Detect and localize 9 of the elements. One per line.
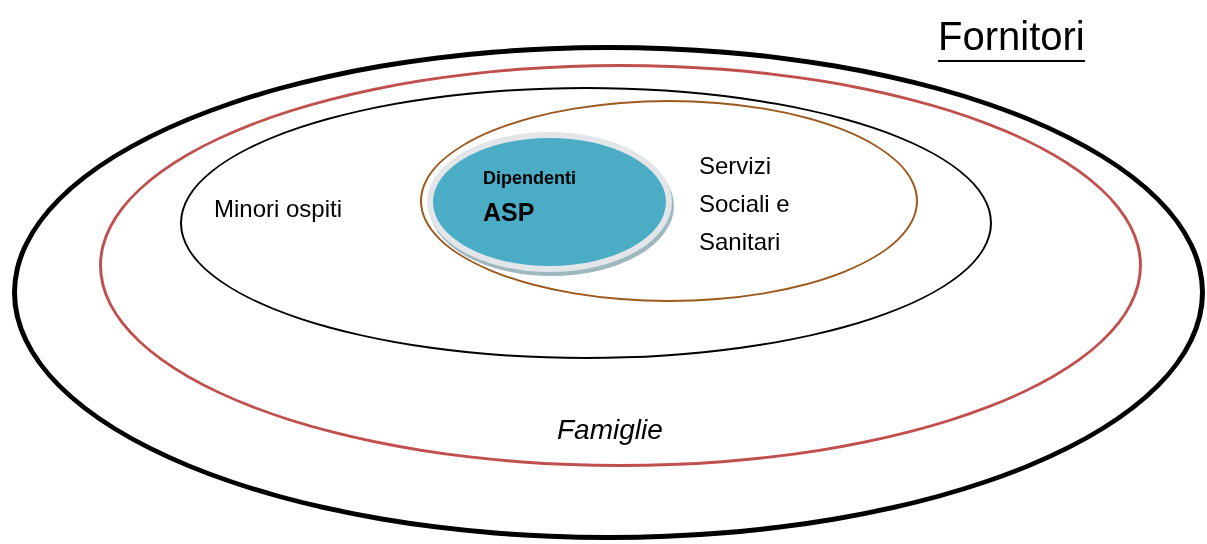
core-label: ASP <box>483 197 535 228</box>
ring-ellipse <box>99 64 1142 467</box>
heading: Fornitori <box>938 12 1085 62</box>
ring-label: Minori ospiti <box>214 194 343 224</box>
ring-label: Famiglie <box>557 413 663 447</box>
ring-ellipse <box>180 87 992 359</box>
ring-label: Servizi Sociali e Sanitari <box>699 151 791 257</box>
ring-ellipse <box>420 100 918 302</box>
core-label: Dipendenti <box>483 167 576 190</box>
